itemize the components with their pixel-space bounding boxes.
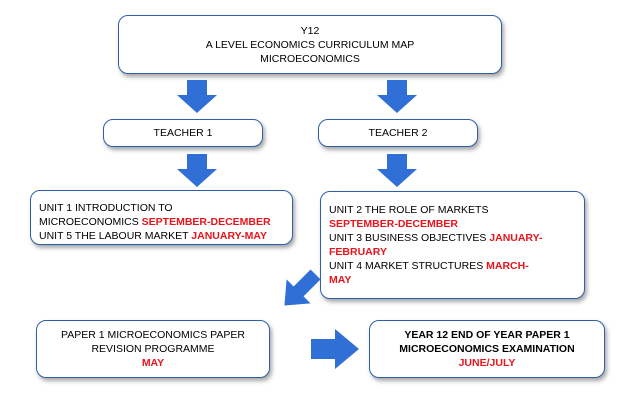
unit-4-date-cont: MAY xyxy=(329,274,352,286)
exam-title: YEAR 12 END OF YEAR PAPER 1 xyxy=(404,329,570,341)
arrow-down-icon xyxy=(177,80,217,113)
revision-date: MAY xyxy=(141,357,165,369)
exam-subtitle: MICROECONOMICS EXAMINATION xyxy=(399,343,575,355)
exam-box: YEAR 12 END OF YEAR PAPER 1 MICROECONOMI… xyxy=(369,320,605,378)
unit-3-date-cont: FEBRUARY xyxy=(329,246,387,258)
arrow-down-icon xyxy=(377,80,417,113)
unit-5-date: JANUARY-MAY xyxy=(191,230,267,242)
teacher-2-box: TEACHER 2 xyxy=(318,119,478,147)
revision-title: PAPER 1 MICROECONOMICS PAPER xyxy=(61,329,245,341)
unit-3-date: JANUARY- xyxy=(489,232,543,244)
arrow-down-icon xyxy=(177,154,217,187)
unit-1-line: MICROECONOMICS SEPTEMBER-DECEMBER xyxy=(39,216,271,228)
arrow-right-icon xyxy=(311,329,359,369)
arrow-down-icon xyxy=(377,154,417,187)
unit-1-date: SEPTEMBER-DECEMBER xyxy=(141,216,271,228)
unit-4-date: MARCH- xyxy=(486,260,529,272)
unit-3-line: UNIT 3 BUSINESS OBJECTIVES JANUARY- xyxy=(329,232,543,244)
revision-subtitle: REVISION PROGRAMME xyxy=(91,343,215,355)
unit-4-line: UNIT 4 MARKET STRUCTURES MARCH- xyxy=(329,260,529,272)
title-box: Y12 A LEVEL ECONOMICS CURRICULUM MAP MIC… xyxy=(118,15,502,74)
title-subject: A LEVEL ECONOMICS CURRICULUM MAP xyxy=(205,38,415,51)
title-topic: MICROECONOMICS xyxy=(260,52,360,65)
unit-5-line: UNIT 5 THE LABOUR MARKET JANUARY-MAY xyxy=(39,230,267,242)
teacher-1-label: TEACHER 1 xyxy=(153,127,213,139)
arrow-diagonal-icon xyxy=(284,269,321,306)
teacher-1-box: TEACHER 1 xyxy=(103,119,263,147)
exam-date: JUNE/JULY xyxy=(458,357,516,369)
title-year: Y12 xyxy=(300,24,320,37)
teacher-1-units-box: UNIT 1 INTRODUCTION TO MICROECONOMICS SE… xyxy=(30,190,293,245)
revision-box: PAPER 1 MICROECONOMICS PAPER REVISION PR… xyxy=(36,320,270,378)
teacher-2-label: TEACHER 2 xyxy=(368,127,428,139)
unit-1-title: UNIT 1 INTRODUCTION TO xyxy=(39,202,173,214)
unit-2-date: SEPTEMBER-DECEMBER xyxy=(329,218,458,230)
unit-2-title: UNIT 2 THE ROLE OF MARKETS xyxy=(329,204,489,216)
teacher-2-units-box: UNIT 2 THE ROLE OF MARKETS SEPTEMBER-DEC… xyxy=(320,191,585,299)
